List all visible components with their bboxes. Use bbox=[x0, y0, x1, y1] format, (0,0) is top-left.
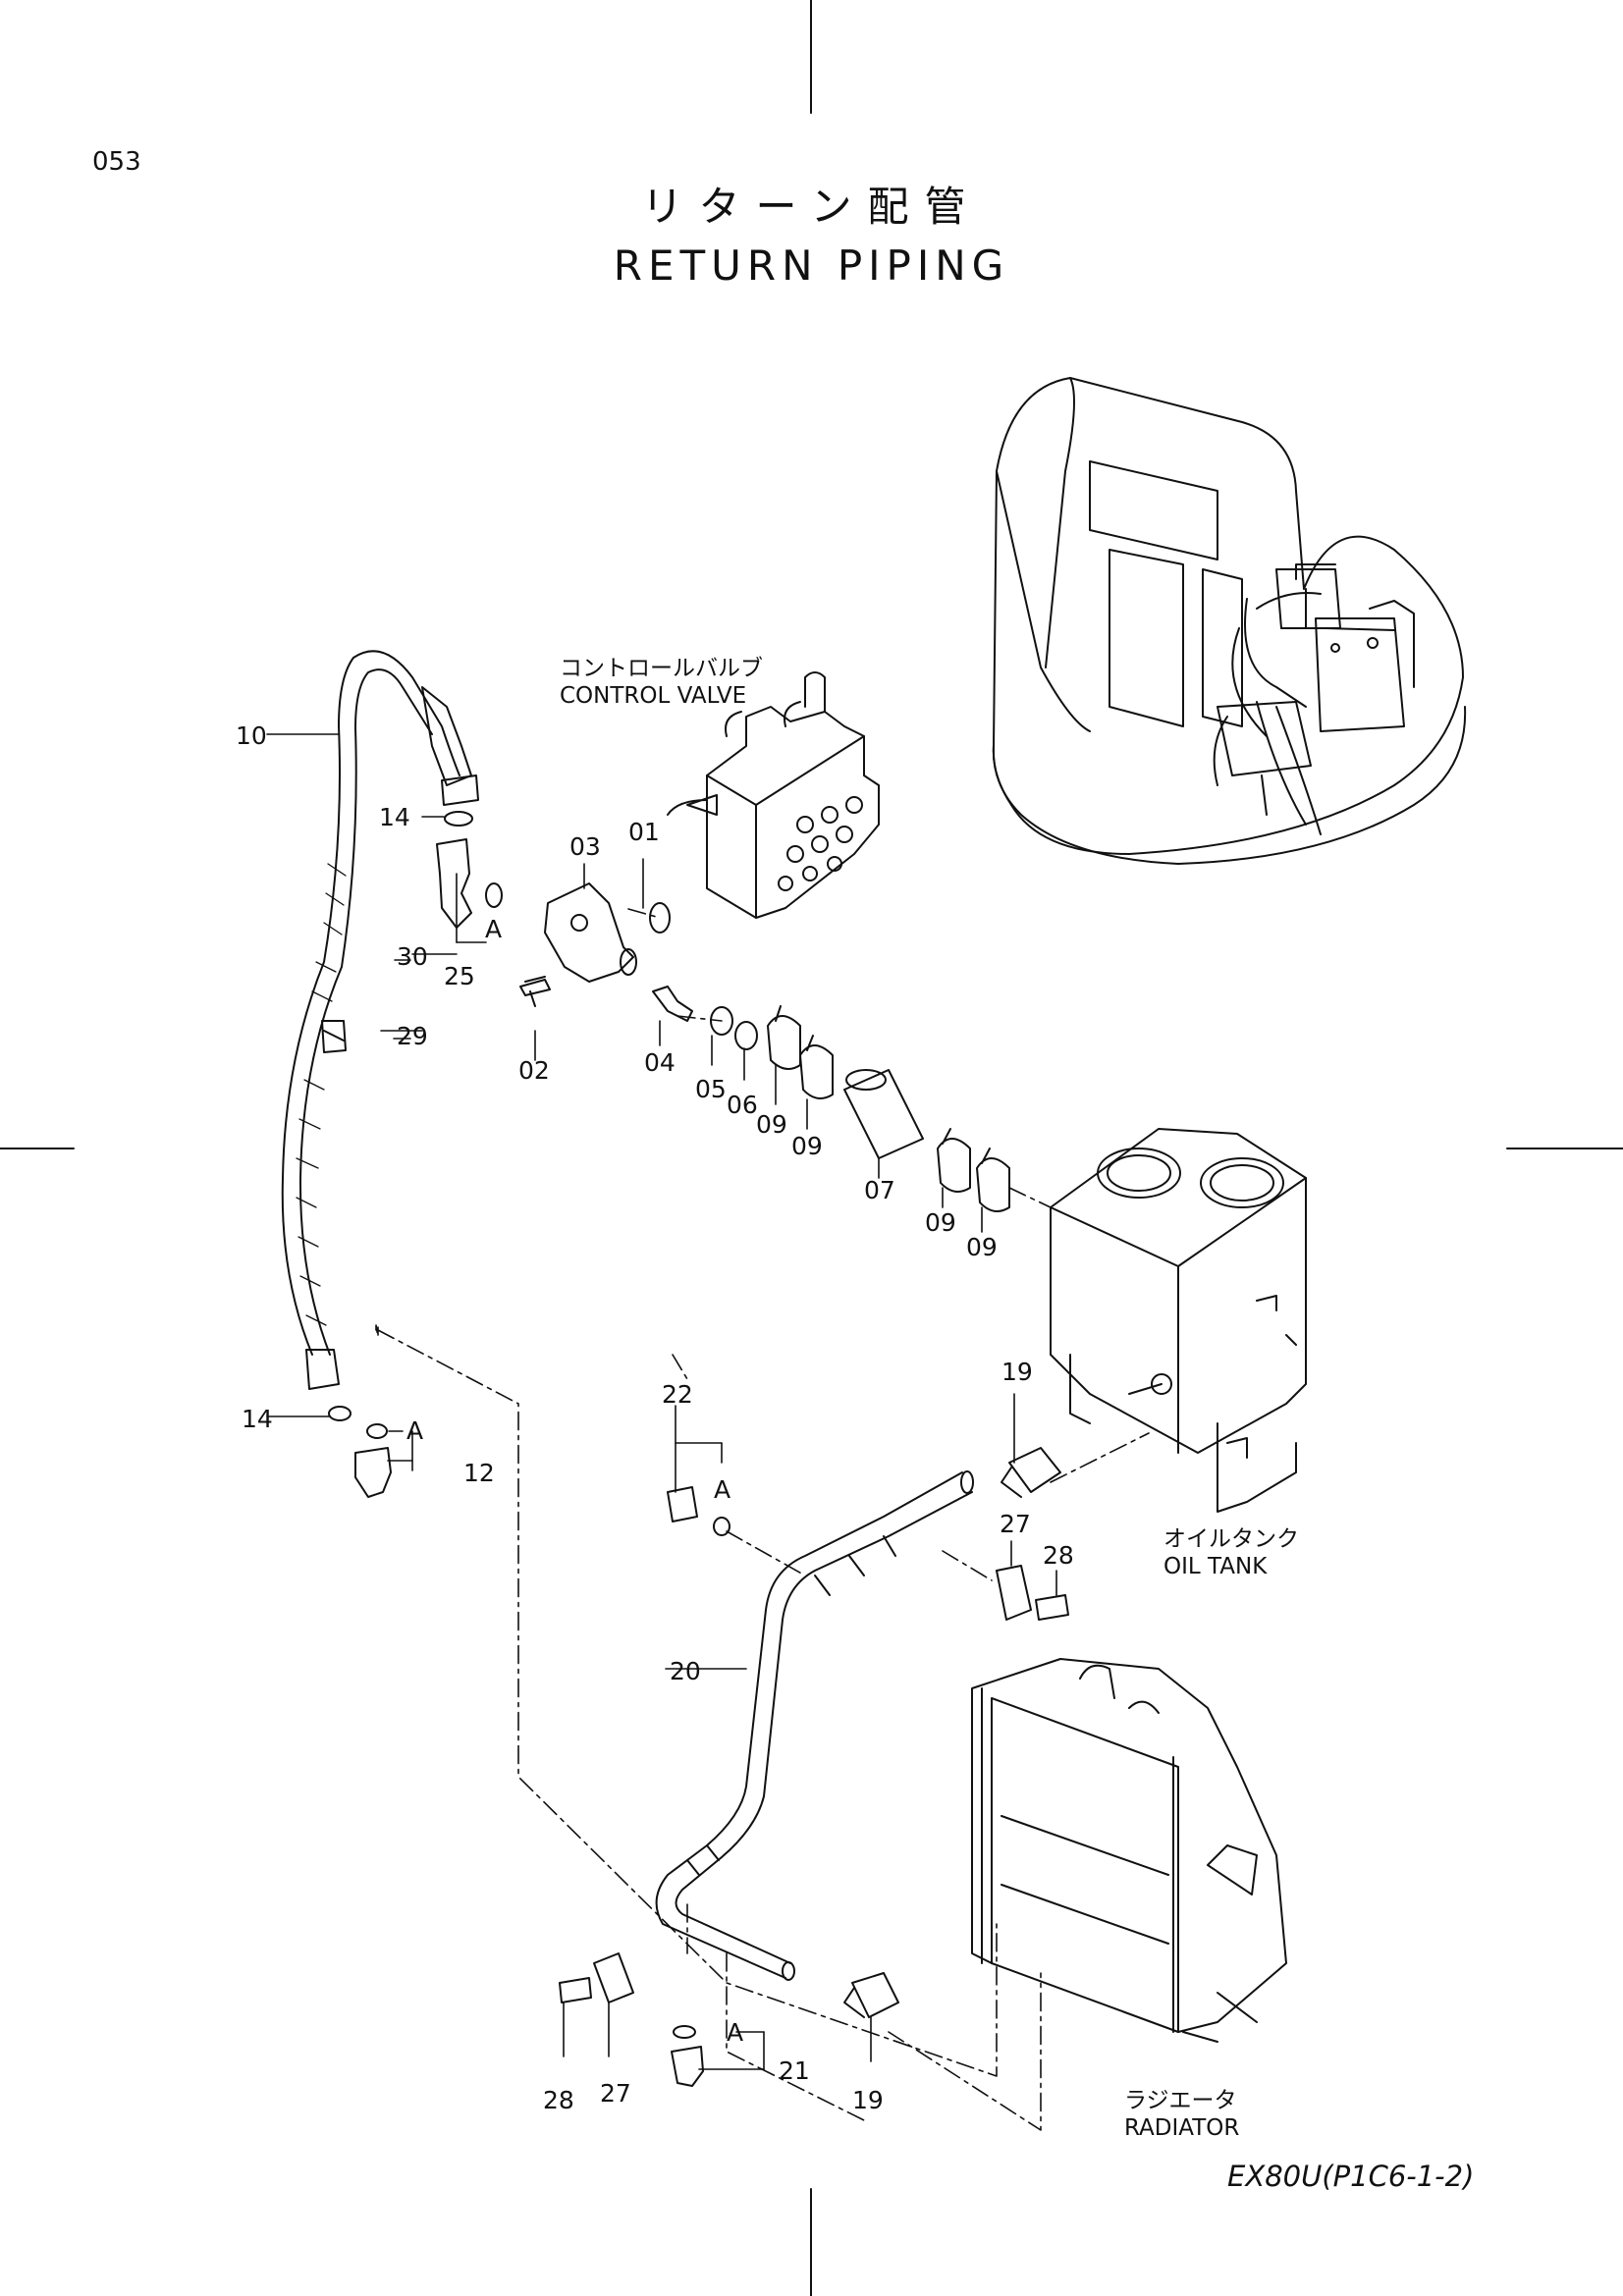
page-number: 053 bbox=[92, 147, 141, 177]
part-number-12: 12 bbox=[463, 1459, 495, 1487]
reference-mark-a-lower-left: A bbox=[406, 1416, 424, 1445]
radiator-label-japanese: ラジエータ bbox=[1124, 2088, 1237, 2113]
part-number-28-upper: 28 bbox=[1043, 1541, 1074, 1570]
part-number-20: 20 bbox=[670, 1657, 701, 1685]
return-tube bbox=[655, 1470, 974, 1981]
part-number-19-upper: 19 bbox=[1001, 1358, 1033, 1386]
part-number-22: 22 bbox=[662, 1380, 693, 1409]
return-hose bbox=[281, 650, 479, 1390]
part-number-27-upper: 27 bbox=[1000, 1510, 1031, 1538]
part-number-19-lower: 19 bbox=[852, 2086, 884, 2114]
part-number-04: 04 bbox=[644, 1048, 676, 1077]
radiator-label-english: RADIATOR bbox=[1124, 2114, 1240, 2141]
reference-lines bbox=[375, 908, 1150, 2131]
part-number-09-d: 09 bbox=[966, 1233, 998, 1261]
part-number-21: 21 bbox=[779, 2056, 810, 2085]
part-number-27-lower: 27 bbox=[600, 2079, 631, 2108]
part-number-05: 05 bbox=[695, 1075, 727, 1103]
oil-tank-label: オイルタンク OIL TANK bbox=[1163, 1526, 1299, 1580]
part-number-07: 07 bbox=[864, 1176, 895, 1204]
oil-tank-illustration bbox=[1050, 1128, 1307, 1513]
reference-mark-a-middle: A bbox=[714, 1475, 731, 1504]
control-valve-label-japanese: コントロールバルブ bbox=[560, 656, 763, 681]
return-block-assembly bbox=[519, 882, 1010, 1212]
reference-mark-a-upper: A bbox=[485, 915, 503, 943]
control-valve-illustration bbox=[667, 671, 880, 919]
leader-lines bbox=[266, 733, 1057, 2070]
radiator-illustration bbox=[971, 1658, 1287, 2043]
radiator-label: ラジエータ RADIATOR bbox=[1124, 2088, 1239, 2142]
fittings-lower bbox=[328, 1406, 730, 2087]
page-title-japanese: リターン配管 bbox=[641, 183, 982, 231]
control-valve-label-english: CONTROL VALVE bbox=[560, 682, 747, 709]
brackets-and-bolts bbox=[559, 1565, 1069, 2003]
oil-tank-label-japanese: オイルタンク bbox=[1163, 1526, 1299, 1552]
part-number-30: 30 bbox=[397, 942, 428, 971]
oil-tank-label-english: OIL TANK bbox=[1163, 1553, 1268, 1579]
spiral-guard bbox=[296, 863, 347, 1326]
part-number-09-b: 09 bbox=[791, 1132, 823, 1160]
part-number-09-a: 09 bbox=[756, 1110, 787, 1139]
part-number-02: 02 bbox=[518, 1056, 550, 1085]
excavator-cab-illustration bbox=[992, 377, 1467, 865]
part-number-14-lower: 14 bbox=[242, 1405, 273, 1433]
part-number-29: 29 bbox=[397, 1022, 428, 1050]
model-code: EX80U(P1C6-1-2) bbox=[1227, 2160, 1475, 2193]
part-number-28-lower: 28 bbox=[543, 2086, 574, 2114]
part-number-14-upper: 14 bbox=[379, 803, 410, 831]
part-number-09-c: 09 bbox=[925, 1208, 956, 1237]
control-valve-label: コントロールバルブ CONTROL VALVE bbox=[560, 656, 763, 710]
page-title-english: RETURN PIPING bbox=[613, 241, 1010, 290]
part-number-25: 25 bbox=[444, 962, 475, 990]
part-number-10: 10 bbox=[236, 721, 267, 750]
part-number-03: 03 bbox=[569, 832, 601, 861]
reference-mark-a-lower: A bbox=[727, 2018, 744, 2047]
fittings-upper bbox=[436, 811, 503, 929]
hose-clamps-19 bbox=[843, 1447, 1061, 2018]
valve-ports bbox=[778, 796, 863, 891]
part-number-06: 06 bbox=[727, 1091, 758, 1119]
part-number-01: 01 bbox=[628, 818, 660, 846]
